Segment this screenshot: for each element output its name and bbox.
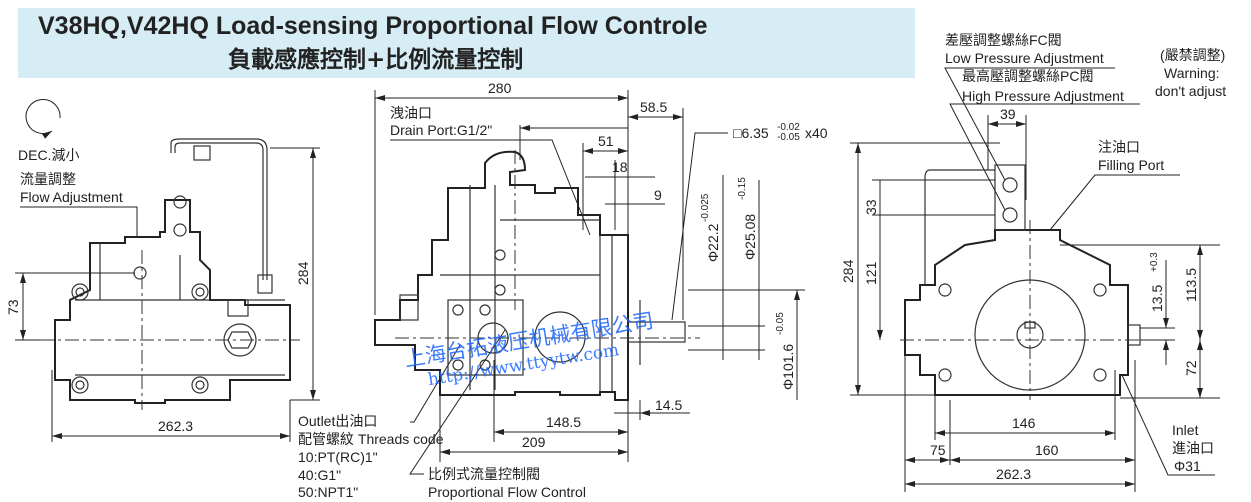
- dim-113-5: 113.5: [1183, 268, 1199, 302]
- dim-58-5: 58.5: [640, 99, 667, 115]
- thread-code: 50:NPT1": [298, 484, 358, 500]
- warning-cn: (嚴禁調整): [1160, 47, 1225, 63]
- dim-39: 39: [1000, 106, 1016, 122]
- key-size: □6.35: [733, 125, 769, 141]
- phi-101-6: Φ101.6: [780, 344, 796, 390]
- dim-73: 73: [5, 299, 21, 315]
- dim-284-right: 284: [840, 259, 856, 283]
- low-pressure-en: Low Pressure Adjustment: [945, 50, 1104, 66]
- dim-148-5: 148.5: [546, 414, 581, 430]
- left-view: DEC.減小 流量調整 Flow Adjustment: [5, 99, 320, 442]
- warning-en-2: don't adjust: [1155, 83, 1226, 99]
- shaft: [627, 321, 686, 343]
- high-pressure-en: High Pressure Adjustment: [962, 88, 1124, 104]
- dim-9: 9: [654, 187, 662, 203]
- title-english: V38HQ,V42HQ Load-sensing Proportional Fl…: [38, 12, 708, 40]
- outlet-label: Outlet出油口: [298, 413, 377, 429]
- right-view: 差壓調整螺絲FC閥 Low Pressure Adjustment 最高壓調整螺…: [840, 32, 1226, 492]
- dim-75: 75: [930, 442, 946, 458]
- dim-33: 33: [863, 199, 879, 215]
- key-tol-upper: -0.02: [777, 122, 800, 133]
- phi-22-2: Φ22.2: [705, 223, 721, 262]
- dim-13-5-tol-upper: +0.3: [1149, 252, 1160, 272]
- middle-view: 280 58.5 洩油口 Drain Port:G1/2" 51 18 9 □6…: [298, 80, 828, 500]
- drain-port-en: Drain Port:G1/2": [390, 122, 492, 138]
- thread-code: 10:PT(RC)1": [298, 449, 378, 465]
- bolt-icon: [938, 177, 1107, 382]
- filling-port-en: Filling Port: [1098, 157, 1164, 173]
- rotation-arrow-icon: [25, 99, 61, 139]
- phi-25-08-tol: -0.15: [737, 177, 748, 200]
- high-pressure-cn: 最高壓調整螺絲PC閥: [962, 68, 1093, 84]
- dim-262-3-right: 262.3: [996, 466, 1031, 482]
- inlet-en: Inlet: [1172, 422, 1199, 438]
- prop-valve-en: Proportional Flow Control: [428, 484, 586, 500]
- dim-13-5: 13.5: [1149, 285, 1165, 312]
- bolt-icon: [452, 249, 506, 371]
- dim-14-5: 14.5: [655, 397, 682, 413]
- filling-port-cn: 注油口: [1098, 139, 1140, 155]
- dim-72: 72: [1183, 360, 1199, 376]
- dim-209: 209: [522, 434, 546, 450]
- dim-51: 51: [598, 133, 614, 149]
- dim-262-3-left: 262.3: [158, 418, 193, 434]
- dim-146: 146: [1012, 415, 1036, 431]
- warning-en-1: Warning:: [1164, 65, 1220, 81]
- dim-284-left: 284: [295, 261, 311, 285]
- dim-160: 160: [1035, 442, 1059, 458]
- threads-label: 配管螺紋 Threads code: [298, 431, 444, 447]
- key-tol-lower: -0.05: [777, 132, 800, 143]
- rotation-label: DEC.減小: [18, 147, 79, 163]
- flow-adjust-en: Flow Adjustment: [20, 189, 123, 205]
- bolt-icon: [71, 195, 209, 394]
- low-pressure-cn: 差壓調整螺絲FC閥: [945, 32, 1062, 48]
- inlet-size: Φ31: [1174, 458, 1201, 474]
- dim-18: 18: [612, 159, 628, 175]
- inlet-cn: 進油口: [1172, 440, 1214, 456]
- prop-valve-cn: 比例式流量控制閥: [428, 466, 540, 482]
- title-banner: V38HQ,V42HQ Load-sensing Proportional Fl…: [18, 8, 915, 78]
- drain-port-cn: 洩油口: [390, 105, 432, 121]
- dim-121: 121: [863, 261, 879, 285]
- phi-101-6-tol: -0.05: [775, 312, 786, 335]
- phi-25-08: Φ25.08: [742, 214, 758, 260]
- dim-280: 280: [488, 80, 512, 96]
- title-chinese: 負載感應控制+比例流量控制: [228, 46, 523, 73]
- phi-22-2-tol: -0.025: [700, 193, 711, 222]
- thread-code: 40:G1": [298, 467, 341, 483]
- flow-adjust-cn: 流量調整: [20, 171, 76, 187]
- key-length: x40: [805, 125, 828, 141]
